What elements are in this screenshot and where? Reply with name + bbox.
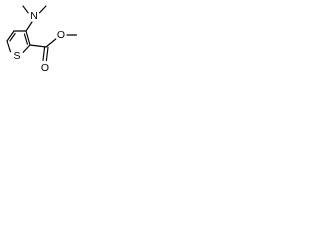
ring-bond-c5-c4 [6, 30, 15, 42]
bond-c3-n [25, 21, 33, 32]
sulfur-label: S [13, 50, 20, 62]
carbonyl-oxygen-label: O [41, 62, 49, 74]
ring-bond-s-c5 [6, 40, 12, 53]
ring-bond-c2-s [22, 44, 31, 53]
bond-c2-carbonyl-carbon [29, 44, 47, 48]
ester-oxygen-label: O [57, 29, 65, 41]
chemical-structure-diagram: N S O O [6, 5, 78, 74]
bond-n-right-methyl [38, 5, 47, 14]
bond-carbonyl-double-right [45, 46, 49, 62]
ring-bond-c5-c4-inner [9, 32, 16, 42]
ring-bond-c3-c2 [25, 30, 31, 46]
bond-carbonyl-ester-oxygen [45, 38, 57, 48]
bond-carbonyl-double-left [42, 46, 46, 61]
nitrogen-label: N [30, 10, 38, 22]
bond-n-left-methyl [22, 5, 29, 14]
ring-bond-c3-c2-inner [23, 33, 28, 45]
